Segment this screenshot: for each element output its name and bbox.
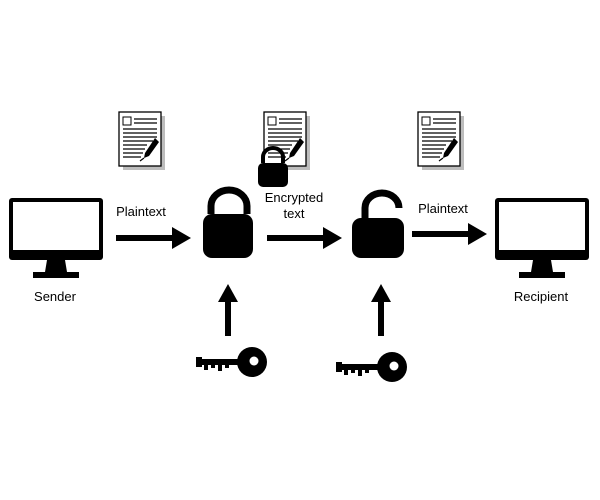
arrow-key-to-unlock [371, 284, 391, 336]
recipient-label: Recipient [514, 289, 569, 304]
arrow-unlock-to-recipient [412, 223, 487, 245]
arrow-lock-to-unlock [267, 227, 342, 249]
arrow-key-to-lock [218, 284, 238, 336]
encrypted-label-line2: text [284, 206, 305, 221]
recipient-monitor-icon [495, 198, 589, 278]
plaintext-label-1: Plaintext [116, 204, 166, 219]
decryption-key-icon [336, 352, 407, 382]
plaintext-label-2: Plaintext [418, 201, 468, 216]
plaintext-document-icon [118, 111, 166, 171]
encryption-key-icon [196, 347, 267, 377]
sender-label: Sender [34, 289, 77, 304]
open-lock-icon [352, 189, 404, 258]
small-lock-icon [258, 146, 288, 187]
encrypted-document-icon [263, 111, 311, 171]
arrow-plaintext-to-lock [116, 227, 191, 249]
closed-lock-icon [203, 186, 253, 258]
encrypted-label-line1: Encrypted [265, 190, 324, 205]
received-document-icon [417, 111, 465, 171]
sender-monitor-icon [9, 198, 103, 278]
